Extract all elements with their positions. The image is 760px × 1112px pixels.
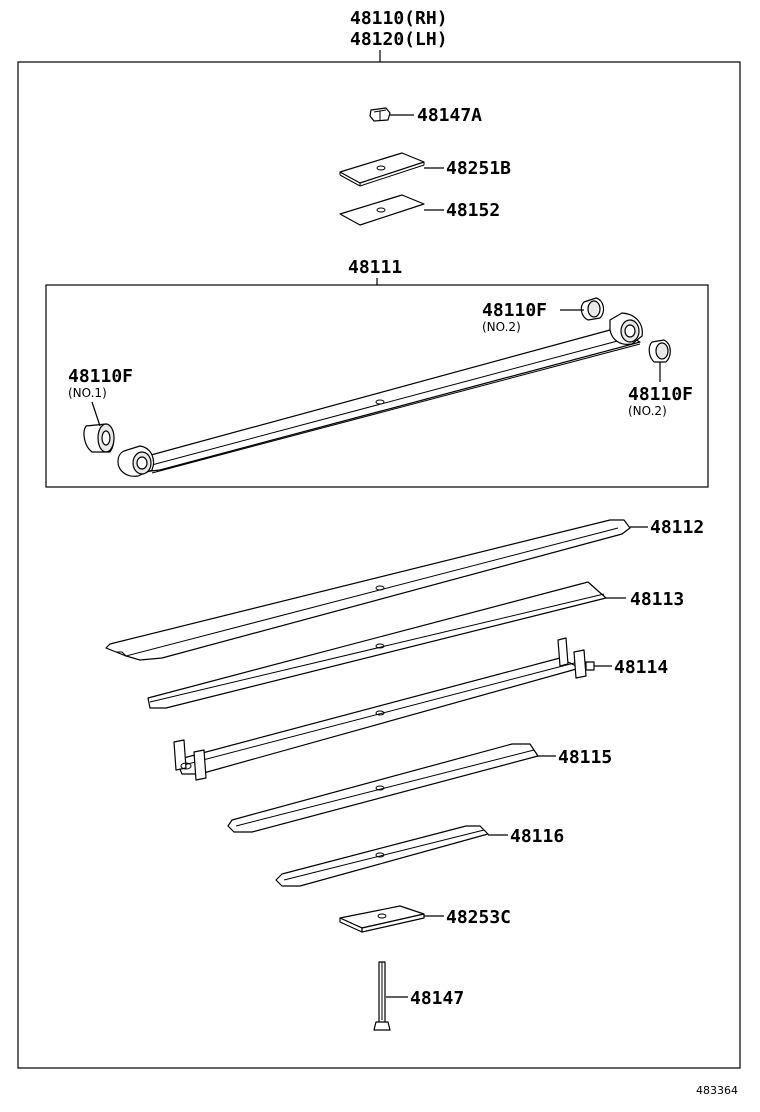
leaf-2-part: [105, 519, 631, 661]
assembly-frame: [17, 61, 741, 1069]
bushing-no2-right-part: [648, 339, 671, 363]
main-leaf-frame: [45, 284, 709, 488]
leaf-2-label: 48112: [650, 517, 704, 538]
bushing-no1-leader: [91, 401, 101, 427]
bushing-no2-right-label: 48110F: [628, 384, 693, 405]
leaf-3-label: 48113: [630, 589, 684, 610]
leaf-6-label: 48116: [510, 826, 564, 847]
bushing-no2-right-note: (NO.2): [628, 404, 667, 418]
bushing-no1-label: 48110F: [68, 366, 133, 387]
bushing-no2-top-part: [580, 297, 605, 321]
upper-pad-part: [339, 152, 425, 187]
assembly-lh-label: 48120(LH): [350, 29, 448, 50]
leaf-6-part: [275, 825, 489, 887]
main-leaf-part: [117, 312, 643, 477]
nut-part: [369, 107, 391, 122]
lower-pad-part: [339, 905, 425, 933]
bushing-no2-top-label: 48110F: [482, 300, 547, 321]
center-bolt-label: 48147: [410, 988, 464, 1009]
leaf-5-part: [227, 743, 539, 833]
bushing-no1-part: [83, 423, 115, 453]
leaf-5-label: 48115: [558, 747, 612, 768]
leaf-3-part: [147, 581, 607, 709]
center-bolt-part: [373, 961, 391, 1031]
upper-insert-label: 48152: [446, 200, 500, 221]
leaf-4-part: [173, 637, 595, 781]
nut-label: 48147A: [417, 105, 482, 126]
upper-insert-part: [339, 194, 425, 226]
main-leaf-label: 48111: [348, 257, 402, 278]
assembly-rh-label: 48110(RH): [350, 8, 448, 29]
upper-pad-label: 48251B: [446, 158, 511, 179]
lower-pad-label: 48253C: [446, 907, 511, 928]
diagram-reference-number: 483364: [696, 1084, 738, 1097]
leaf-4-label: 48114: [614, 657, 668, 678]
bushing-no1-note: (NO.1): [68, 386, 107, 400]
bushing-no2-top-note: (NO.2): [482, 320, 521, 334]
